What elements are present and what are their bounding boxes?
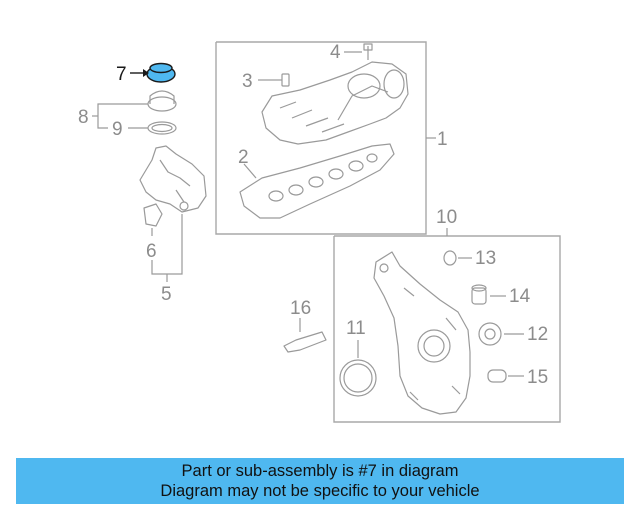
filler-cap-part[interactable] [146, 62, 176, 83]
timing-cover-seal-bore [417, 329, 451, 363]
callout-16[interactable]: 16 [290, 298, 311, 319]
callout-11[interactable]: 11 [346, 318, 366, 339]
callout-7[interactable]: 7 [116, 64, 127, 85]
filler-housing-part [139, 145, 207, 213]
oil-fill-neck-part [347, 73, 381, 99]
callout-10[interactable]: 10 [436, 207, 457, 228]
callout-15[interactable]: 15 [527, 367, 548, 388]
callout-1[interactable]: 1 [437, 129, 448, 150]
valve-cover-ribs [279, 85, 389, 133]
o-ring-part [443, 250, 457, 266]
timing-cover-part [373, 251, 471, 415]
timing-cover-frame [333, 235, 561, 423]
callout-14[interactable]: 14 [509, 286, 531, 307]
callout-3[interactable]: 3 [242, 71, 253, 92]
callout-2[interactable]: 2 [238, 147, 249, 168]
info-banner: Part or sub-assembly is #7 in diagram Di… [16, 458, 624, 504]
banner-line-part-number: Part or sub-assembly is #7 in diagram [181, 462, 459, 480]
callout-12[interactable]: 12 [527, 324, 548, 345]
callout-13[interactable]: 13 [475, 248, 496, 269]
callout-5[interactable]: 5 [161, 284, 172, 305]
valve-cover-group: 1 2 3 4 [215, 41, 448, 235]
callout-9[interactable]: 9 [112, 119, 123, 140]
stud-part [363, 43, 373, 60]
housing-gasket-part [143, 203, 163, 227]
seal-part [478, 322, 502, 346]
timing-cover-group: 10 13 14 12 15 [333, 207, 561, 423]
crank-seal-part [339, 359, 377, 397]
callout-7-arrow [130, 69, 149, 77]
callout-6[interactable]: 6 [146, 241, 157, 262]
oil-cap-part [147, 90, 177, 112]
bolt-part [270, 73, 290, 87]
valve-cover-part [261, 61, 409, 145]
callout-8[interactable]: 8 [78, 107, 89, 128]
filler-group: 7 8 9 6 5 [78, 62, 207, 305]
plug-part [471, 284, 487, 305]
banner-line-disclaimer: Diagram may not be specific to your vehi… [160, 482, 480, 500]
gasket-part [239, 143, 395, 219]
callout-4[interactable]: 4 [330, 42, 341, 63]
pin-part: 16 [283, 298, 327, 353]
dowel-part [487, 369, 507, 383]
gasket-ports [268, 153, 378, 202]
breather-part [383, 69, 405, 99]
valve-cover-frame [215, 41, 427, 235]
parts-diagram: 1 2 3 4 7 8 9 [78, 41, 561, 423]
filler-cap-top[interactable] [149, 62, 173, 74]
